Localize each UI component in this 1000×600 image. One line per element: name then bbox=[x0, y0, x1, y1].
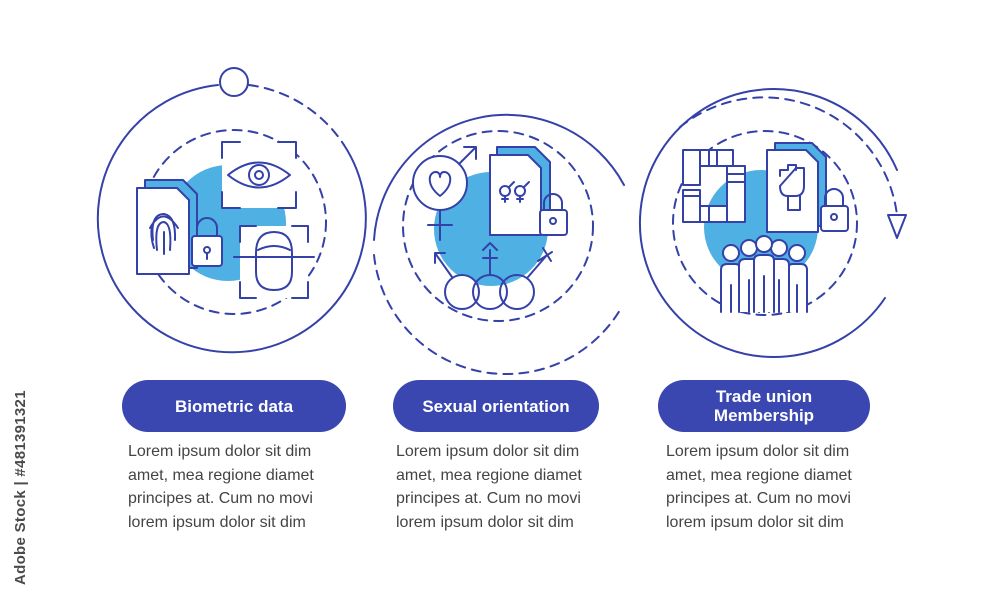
inner-ring-2 bbox=[402, 130, 594, 322]
circle-2-dashed-arc bbox=[373, 254, 621, 375]
circle-3-arrow-head bbox=[887, 214, 907, 239]
circle-1-dashed-arc bbox=[248, 84, 345, 146]
biometric-icon bbox=[136, 141, 315, 299]
circle-1-outline bbox=[96, 84, 367, 354]
step-3-description: Lorem ipsum dolor sit dim amet, mea regi… bbox=[666, 443, 852, 531]
inner-ring-3 bbox=[672, 130, 858, 316]
step-3-title-line-2: Membership bbox=[713, 406, 815, 425]
step-3-title-pill: Trade union Membership bbox=[658, 380, 870, 432]
step-3-title-line-1: Trade union bbox=[715, 387, 813, 406]
step-1-title-pill: Biometric data bbox=[122, 380, 346, 432]
stock-watermark-id: Adobe Stock | #481391321 bbox=[12, 390, 29, 585]
circle-1-start-dot bbox=[219, 67, 249, 97]
step-2-title-pill: Sexual orientation bbox=[393, 380, 599, 432]
step-2-description: Lorem ipsum dolor sit dim amet, mea regi… bbox=[396, 443, 582, 531]
step-2-title: Sexual orientation bbox=[422, 396, 570, 416]
gender-symbols-icon bbox=[412, 146, 568, 310]
circle-3-outline bbox=[638, 88, 898, 358]
step-1-title: Biometric data bbox=[174, 396, 294, 416]
step-1-description: Lorem ipsum dolor sit dim amet, mea regi… bbox=[128, 443, 314, 531]
circle-2-outline bbox=[373, 113, 625, 241]
circle-3-dashed-arc bbox=[679, 96, 898, 216]
trade-union-icon bbox=[682, 142, 849, 313]
